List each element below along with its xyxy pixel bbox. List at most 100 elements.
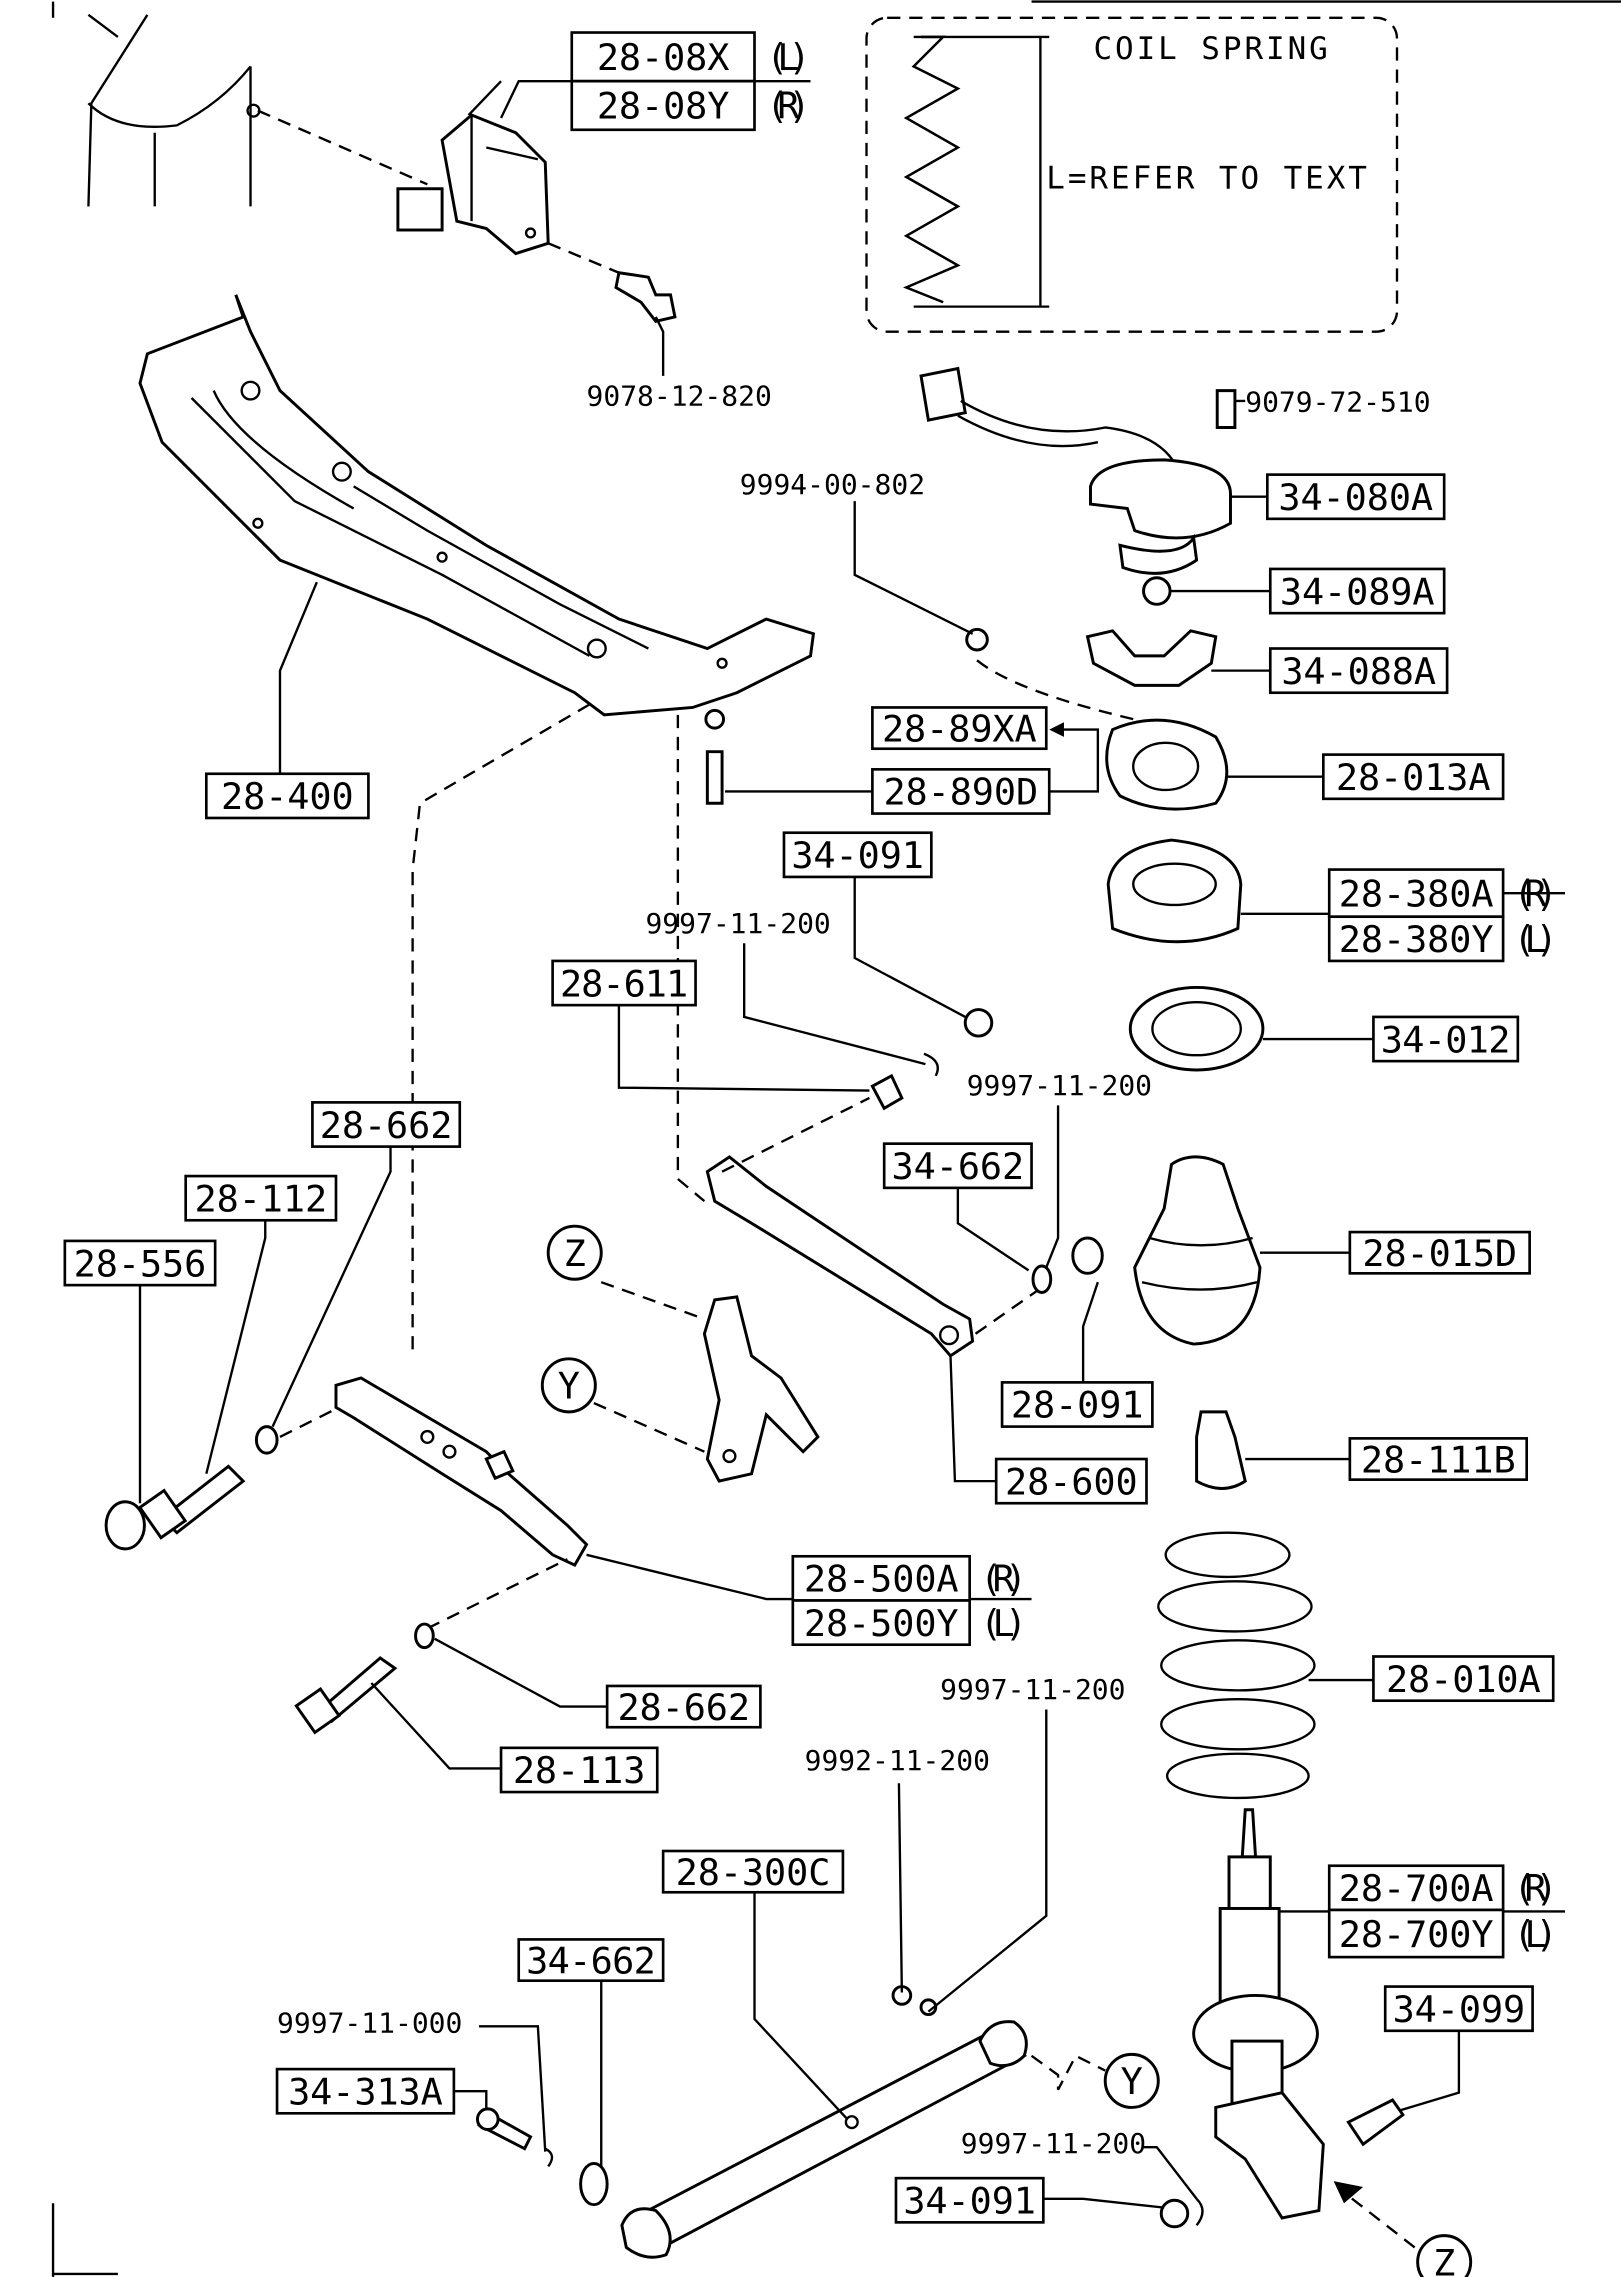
- part-number-label: 9997-11-200: [645, 907, 830, 940]
- shock-absorber: [1192, 1808, 1416, 2249]
- part-number-label: 28-556: [74, 1242, 207, 1285]
- callout-28-015d: 28-015D: [1348, 1230, 1531, 1275]
- callout-9997-11-200: 9997-11-200: [645, 907, 830, 940]
- callout-9997-11-200: 9997-11-200: [961, 2127, 1146, 2160]
- callout-l: (L): [980, 1602, 1027, 1645]
- part-number-label: 9994-00-802: [740, 468, 925, 501]
- part-number-label: 34-012: [1381, 1018, 1511, 1061]
- callout-box: [1327, 1908, 1505, 1959]
- part-number-label: 28-890D: [883, 771, 1038, 814]
- callout-9994-00-802: 9994-00-802: [740, 468, 925, 501]
- part-number-label: 34-662: [526, 1939, 656, 1982]
- part-number-label: 34-099: [1393, 1988, 1526, 2031]
- callout-34-662: 34-662: [517, 1938, 665, 1983]
- callout-28-890d: 28-890D: [871, 768, 1051, 815]
- part-number-label: 28-380Y: [1339, 918, 1494, 961]
- callout-box: [570, 31, 756, 83]
- callout-28-662: 28-662: [605, 1684, 762, 1729]
- frame-marks: [51, 0, 1621, 2277]
- part-number-label: 28-89XA: [882, 707, 1037, 750]
- part-number-label: 28-400: [221, 775, 354, 818]
- part-number-label: 34-662: [892, 1145, 1025, 1188]
- reference-marker-y1: Y: [540, 1357, 597, 1414]
- callout-box: [1268, 647, 1449, 695]
- lower-arm: [104, 1376, 589, 1735]
- upper-lateral-arm: [705, 1008, 1104, 1358]
- callout-28-400: 28-400: [204, 772, 370, 820]
- part-number-label: 28-662: [617, 1686, 750, 1729]
- callout-box: [517, 1938, 665, 1983]
- callout-28-700y: 28-700Y: [1327, 1908, 1505, 1959]
- callout-28-662: 28-662: [311, 1101, 462, 1148]
- part-number-label: 9997-11-200: [940, 1673, 1125, 1706]
- part-number-label: 34-091: [791, 834, 924, 877]
- part-number-label: 28-111B: [1361, 1438, 1516, 1481]
- callout-28-111b: 28-111B: [1348, 1437, 1529, 1481]
- callout-box: [551, 959, 697, 1007]
- part-number-label: 28-015D: [1362, 1232, 1517, 1275]
- reference-letter: Y: [558, 1365, 580, 1408]
- part-number-label: 34-088A: [1281, 650, 1436, 693]
- callout-box: [184, 1174, 338, 1222]
- callout-r: (R): [1513, 1867, 1557, 1910]
- reference-circle: [540, 1357, 597, 1414]
- coil-spring-note: COIL SPRING L=REFER TO TEXT: [865, 16, 1399, 333]
- callout-34-080a: 34-080A: [1266, 473, 1446, 521]
- callout-9078-12-820: 9078-12-820: [587, 379, 772, 412]
- part-number-label: 9997-11-200: [961, 2127, 1146, 2160]
- callout-28-500a: 28-500A: [791, 1554, 971, 1602]
- reference-circle: [1103, 2052, 1160, 2109]
- callout-box: [994, 1457, 1148, 1505]
- part-number-label: 28-600: [1005, 1460, 1138, 1503]
- callout-28-700a: 28-700A: [1327, 1864, 1505, 1912]
- trailing-link: [475, 1985, 1204, 2259]
- callout-box: [1268, 567, 1446, 615]
- callout-34-313a: 34-313A: [275, 2067, 456, 2115]
- callout-box: [871, 768, 1051, 815]
- callout-l: (L): [1513, 1913, 1557, 1956]
- part-number-label: 34-313A: [288, 2070, 443, 2113]
- reference-circle: [1416, 2234, 1473, 2277]
- callout-box: [871, 706, 1048, 751]
- part-number-label: (R): [980, 1558, 1027, 1601]
- callout-box: [570, 79, 756, 132]
- part-number-label: 28-500A: [804, 1558, 959, 1601]
- callout-r: (R): [766, 85, 810, 128]
- callout-34-088a: 34-088A: [1268, 647, 1449, 695]
- callout-box: [1000, 1381, 1154, 1428]
- callout-34-662: 34-662: [882, 1142, 1033, 1190]
- callout-box: [894, 2176, 1045, 2224]
- callout-28-08x: 28-08X: [570, 31, 756, 83]
- reference-marker-z1: Z: [546, 1224, 603, 1281]
- part-number-label: 28-700Y: [1339, 1913, 1494, 1956]
- callout-box: [204, 772, 370, 820]
- callout-9997-11-200: 9997-11-200: [967, 1069, 1152, 1102]
- part-number-label: 28-113: [513, 1749, 646, 1792]
- callout-34-091: 34-091: [782, 831, 933, 879]
- control-module-bracket: [257, 80, 677, 376]
- callout-r: (R): [980, 1558, 1027, 1601]
- body-panel: [87, 13, 261, 207]
- callout-28-556: 28-556: [63, 1239, 217, 1287]
- part-number-label: (L): [1513, 1913, 1557, 1956]
- rear-crossmember: [138, 294, 816, 1356]
- callout-9079-72-510: 9079-72-510: [1245, 385, 1430, 418]
- callout-box: [1372, 1655, 1555, 1703]
- callout-28-89xa: 28-89XA: [871, 706, 1048, 751]
- part-number-label: 28-611: [560, 962, 688, 1005]
- callout-28-010a: 28-010A: [1372, 1655, 1555, 1703]
- callout-9992-11-200: 9992-11-200: [805, 1744, 990, 1777]
- callout-l: (L): [766, 36, 810, 79]
- part-number-label: 28-08X: [597, 36, 730, 79]
- part-number-label: 9078-12-820: [587, 379, 772, 412]
- part-number-label: (R): [1513, 872, 1557, 915]
- part-number-label: 28-700A: [1339, 1867, 1494, 1910]
- reference-letter: Z: [564, 1232, 586, 1275]
- callout-box: [791, 1599, 971, 1647]
- callout-box: [275, 2067, 456, 2115]
- part-number-label: 28-010A: [1386, 1658, 1541, 1701]
- callout-34-012: 34-012: [1372, 1015, 1520, 1063]
- callout-box: [499, 1746, 659, 1794]
- callout-box: [63, 1239, 217, 1287]
- coil-spring: [1157, 1531, 1316, 1800]
